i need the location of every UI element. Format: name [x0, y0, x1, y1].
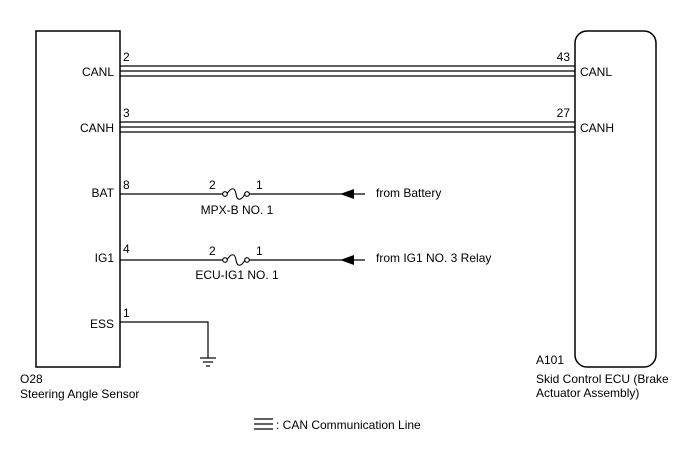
- skid-control-ecu-box: [574, 30, 657, 368]
- fuse2-name: ECU-IG1 NO. 1: [195, 268, 279, 282]
- right-component-name-line1: Skid Control ECU (Brake: [536, 372, 669, 386]
- pin-label-ess: ESS: [90, 317, 114, 331]
- fuse1-pin-right: 1: [256, 178, 263, 192]
- mpx-b-fuse-icon: [222, 188, 250, 200]
- pin-number-canh: 3: [123, 106, 130, 120]
- can-line-legend-icon: [254, 418, 273, 430]
- ecu-pin-number-canh: 27: [557, 106, 571, 120]
- fuse2-pin-right: 1: [256, 244, 263, 258]
- ecu-ig1-fuse-icon: [222, 254, 250, 266]
- pin-label-bat: BAT: [92, 186, 115, 200]
- legend-text: : CAN Communication Line: [276, 418, 421, 432]
- ground-icon: [200, 357, 216, 367]
- ecu-pin-label-canh: CANH: [580, 121, 614, 135]
- bat-arrow-icon: [340, 189, 354, 199]
- fuse1-pin-left: 2: [209, 178, 216, 192]
- canh-can-line: [120, 121, 575, 133]
- pin-number-ig1: 4: [123, 242, 130, 256]
- pin-label-canh: CANH: [80, 121, 114, 135]
- fuse2-pin-left: 2: [209, 244, 216, 258]
- pin-number-bat: 8: [123, 178, 130, 192]
- ecu-pin-label-canl: CANL: [580, 65, 612, 79]
- ig1-source: from IG1 NO. 3 Relay: [376, 251, 491, 265]
- pin-label-ig1: IG1: [95, 251, 115, 265]
- left-component-name: Steering Angle Sensor: [20, 387, 139, 401]
- bat-source: from Battery: [376, 186, 441, 200]
- ess-wire: [120, 321, 209, 358]
- right-component-name-line2: Actuator Assembly): [536, 386, 639, 400]
- pin-number-canl: 2: [123, 50, 130, 64]
- pin-label-canl: CANL: [82, 65, 114, 79]
- canl-can-line: [120, 65, 575, 77]
- ecu-pin-number-canl: 43: [557, 50, 571, 64]
- right-component-code: A101: [536, 353, 564, 367]
- steering-angle-sensor-box: [35, 30, 121, 368]
- left-component-code: O28: [20, 372, 43, 386]
- pin-number-ess: 1: [123, 306, 130, 320]
- fuse1-name: MPX-B NO. 1: [201, 203, 274, 217]
- ig1-arrow-icon: [340, 255, 354, 265]
